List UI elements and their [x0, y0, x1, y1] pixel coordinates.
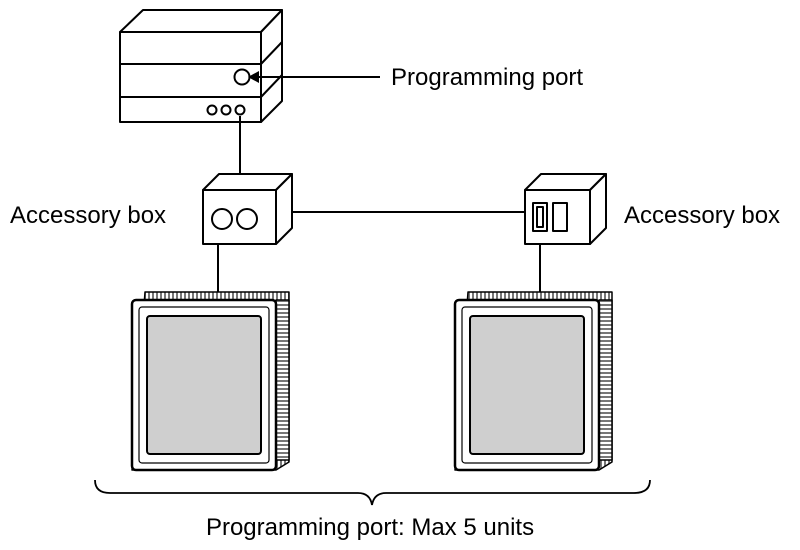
accessory-box-left	[202, 173, 293, 245]
plc-top-face	[119, 9, 283, 33]
plc-unit	[119, 9, 283, 123]
plc-led-2	[220, 104, 232, 116]
grouping-brace	[94, 479, 651, 506]
accessory-box-right-label: Accessory box	[624, 202, 781, 229]
box-port-1	[211, 208, 233, 230]
accessory-box-right	[524, 173, 607, 245]
touch-panel-left	[130, 291, 290, 472]
panel-screen	[146, 315, 262, 455]
cables	[217, 116, 541, 296]
max-units-caption: Programming port: Max 5 units	[205, 514, 535, 541]
programming-port-label: Programming port	[391, 64, 584, 91]
programming-port-leader	[248, 71, 380, 83]
accessory-box-left-label: Accessory box	[10, 202, 167, 229]
plc-led-1	[206, 104, 218, 116]
box-slot-2	[552, 202, 568, 232]
plc-led-3	[234, 104, 246, 116]
programming-port-connector	[233, 68, 251, 86]
panel-screen	[469, 315, 585, 455]
box-port-2	[236, 208, 258, 230]
touch-panel-right	[453, 291, 613, 472]
